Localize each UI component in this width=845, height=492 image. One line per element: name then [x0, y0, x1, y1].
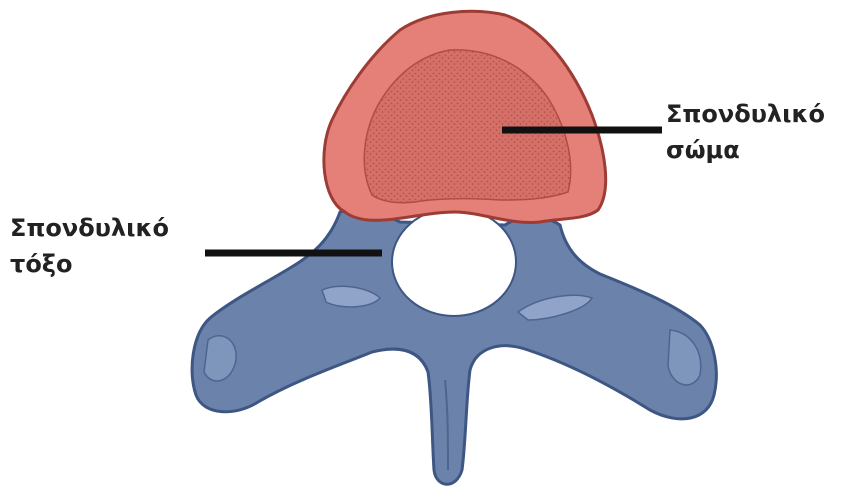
vertebral-body-label: Σπονδυλικό σώμα [666, 96, 825, 168]
vertebral-arch-label-line1: Σπονδυλικό [10, 210, 169, 246]
vertebral-arch-label-line2: τόξο [10, 246, 169, 282]
vertebral-body-label-line1: Σπονδυλικό [666, 96, 825, 132]
vertebral-body [324, 11, 606, 222]
vertebral-body-label-line2: σώμα [666, 132, 825, 168]
vertebral-foramen [392, 208, 516, 316]
vertebral-arch-label: Σπονδυλικό τόξο [10, 210, 169, 282]
